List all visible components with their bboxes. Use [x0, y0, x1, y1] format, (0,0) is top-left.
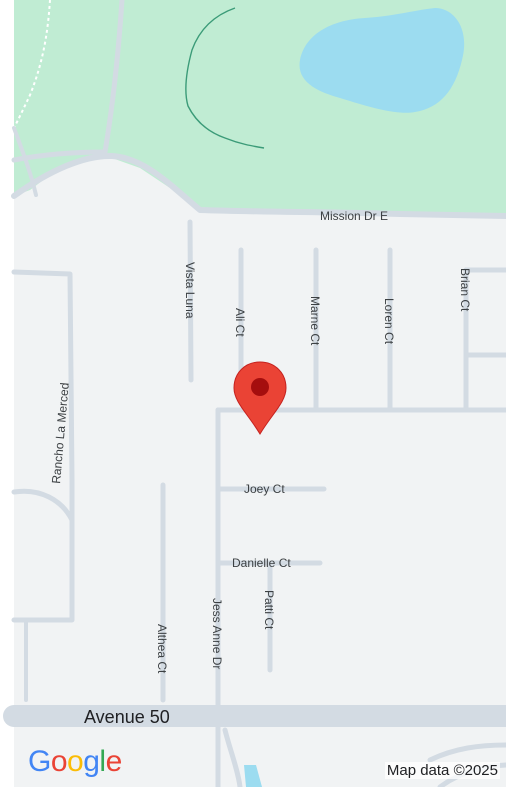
lake [299, 8, 465, 113]
roads [3, 152, 506, 787]
label-jess-anne-dr: Jess Anne Dr [210, 598, 224, 669]
label-mission-dr-e: Mission Dr E [320, 209, 388, 223]
label-patti-ct: Patti Ct [262, 590, 276, 630]
label-marne-ct: Marne Ct [308, 296, 322, 346]
label-althea-ct: Althea Ct [155, 624, 169, 674]
logo-letter: l [99, 745, 106, 778]
google-logo[interactable]: Google [28, 747, 122, 777]
park-trail [185, 7, 265, 149]
label-danielle-ct: Danielle Ct [232, 556, 291, 570]
map-pin-icon[interactable] [233, 361, 287, 435]
canal-water [244, 765, 262, 787]
label-avenue-50: Avenue 50 [84, 707, 170, 727]
label-joey-ct: Joey Ct [244, 482, 285, 496]
label-ali-ct: Ali Ct [233, 308, 247, 337]
label-loren-ct: Loren Ct [382, 298, 396, 345]
dashed-trail [13, 0, 51, 129]
logo-letter: g [83, 745, 100, 778]
logo-letter: o [67, 745, 84, 778]
logo-letter: e [105, 745, 123, 778]
logo-letter: G [28, 745, 51, 778]
label-brian-ct: Brian Ct [458, 268, 472, 312]
label-vista-luna: Vista Luna [183, 262, 197, 319]
park-roads [11, 0, 125, 197]
map-left-margin [0, 0, 14, 787]
map-attribution[interactable]: Map data ©2025 [384, 762, 500, 779]
location-marker[interactable] [233, 361, 287, 435]
logo-letter: o [50, 745, 68, 778]
map-pin-dot [251, 378, 269, 396]
